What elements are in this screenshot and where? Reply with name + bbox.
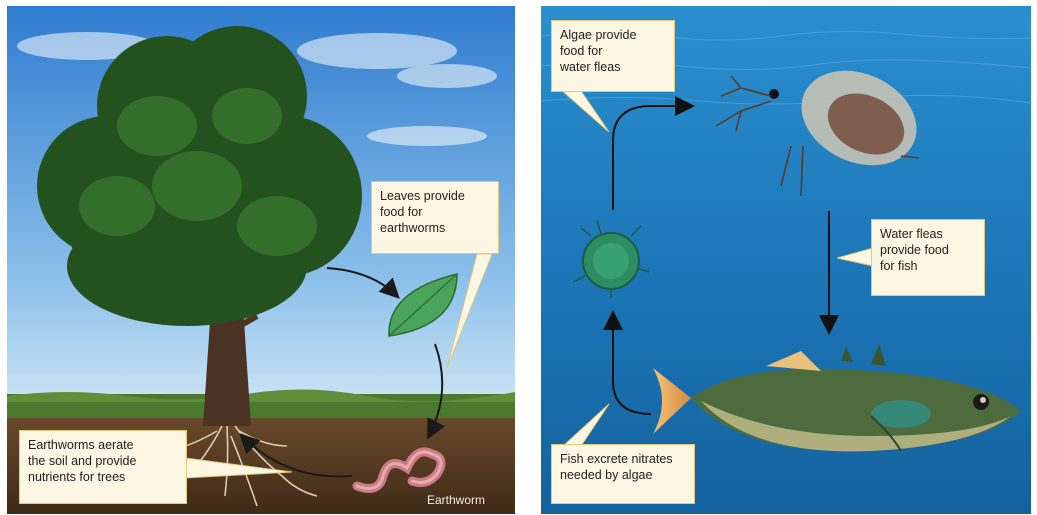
algae-icon: [572, 219, 650, 298]
grass-blades: [7, 389, 515, 402]
arrow-algae-to-water-flea: [612, 96, 695, 210]
arrow-earthworm-to-tree: [239, 433, 353, 478]
fish-icon: [653, 344, 1021, 452]
arrow-fish-to-algae: [603, 310, 652, 415]
tree-icon: [37, 26, 362, 507]
aquatic-food-chain-panel: Algae provide food for water fleas Water…: [541, 6, 1031, 514]
earthworms-callout: Earthworms aerate the soil and provide n…: [19, 430, 187, 504]
land-food-chain-panel: Leaves provide food for earthworms Earth…: [7, 6, 515, 514]
callout-pointer-leaves: [446, 253, 493, 369]
earthworm-icon: [352, 447, 446, 493]
water-flea-icon: [715, 70, 920, 197]
leaves-callout: Leaves provide food for earthworms: [371, 181, 499, 254]
earthworm-label: Earthworm: [427, 493, 486, 507]
water-fleas-callout: Water fleas provide food for fish: [871, 219, 985, 296]
arrow-leaf-to-earthworm: [427, 343, 446, 440]
leaf-icon: [388, 273, 458, 337]
arrow-tree-to-leaf: [326, 267, 400, 299]
algae-callout: Algae provide food for water fleas: [551, 20, 675, 92]
fish-callout: Fish excrete nitrates needed by algae: [551, 444, 695, 504]
